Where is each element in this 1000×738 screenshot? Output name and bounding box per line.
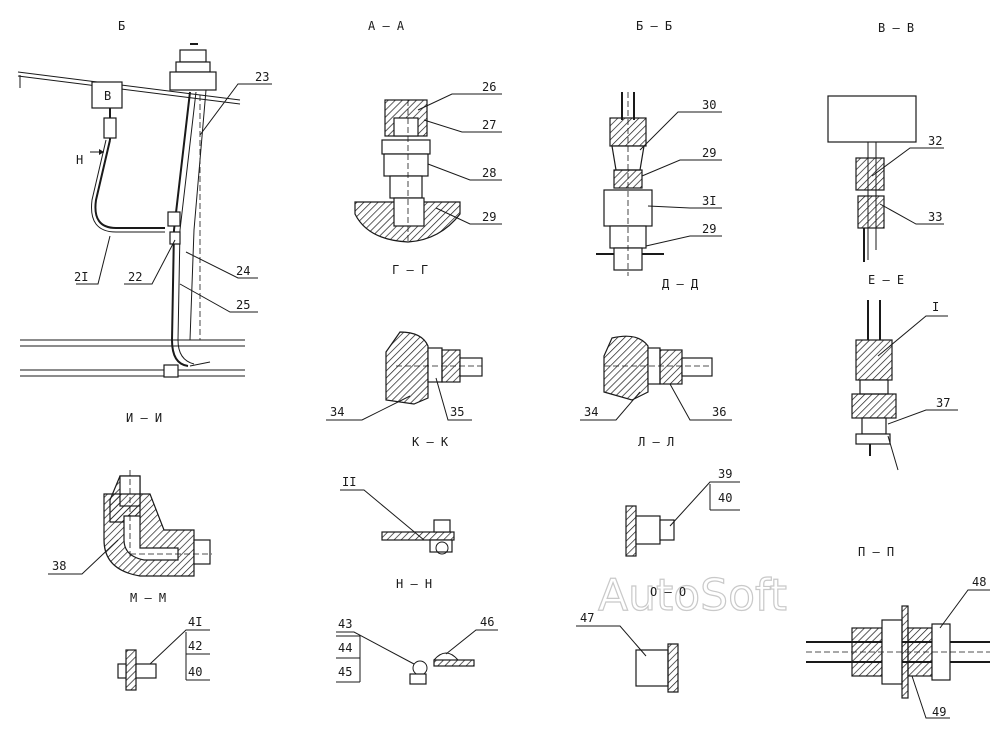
callout-29-a: 29: [482, 210, 496, 224]
section-label-g-g: Г – Г: [392, 263, 428, 277]
section-label-n-n: Н – Н: [396, 577, 432, 591]
section-label-i-i: И – И: [126, 411, 162, 425]
section-l-l: 34 36 Л – Л: [580, 335, 732, 449]
callout-44: 44: [338, 641, 352, 655]
callout-1: I: [932, 300, 939, 314]
callout-49: 49: [932, 705, 946, 719]
callout-43: 43: [338, 617, 352, 631]
section-k-k: 34 35 К – К: [326, 331, 483, 449]
callout-22: 22: [128, 270, 142, 284]
callout-36: 36: [712, 405, 726, 419]
callout-37: 37: [936, 396, 950, 410]
section-b-b: Б – Б 30 29 3I 29 Д – Д: [596, 19, 722, 291]
section-n-n: II Н – Н: [340, 475, 455, 591]
view-marker-n: Н: [76, 153, 83, 167]
section-o-o: О – О 47: [576, 585, 686, 693]
callout-39: 39: [718, 467, 732, 481]
callout-42: 42: [188, 639, 202, 653]
callout-34-a: 34: [330, 405, 344, 419]
callout-41: 4I: [188, 615, 202, 629]
callout-38: 38: [52, 559, 66, 573]
callout-30: 30: [702, 98, 716, 112]
callout-40-a: 40: [718, 491, 732, 505]
view-b-general-layout: Б В Н 2I: [17, 19, 272, 378]
section-i-i: И – И 38 М – М: [48, 411, 212, 605]
callout-25: 25: [236, 298, 250, 312]
detail-39-40: 39 40: [625, 467, 740, 557]
callout-32: 32: [928, 134, 942, 148]
callout-2: II: [342, 475, 356, 489]
section-label-b-b: Б – Б: [636, 19, 672, 33]
section-e-e-detail: I 37: [851, 300, 958, 471]
callout-40-b: 40: [188, 665, 202, 679]
callout-47: 47: [580, 611, 594, 625]
callout-46: 46: [480, 615, 494, 629]
detail-41-42-40: 4I 42 40: [117, 615, 210, 691]
section-label-o-o: О – О: [650, 585, 686, 599]
section-a-a: А – А 26 27 28 29 Г – Г: [354, 19, 502, 277]
callout-28: 28: [482, 166, 496, 180]
callout-48: 48: [972, 575, 986, 589]
callout-24: 24: [236, 264, 250, 278]
view-marker-v: В: [104, 89, 111, 103]
section-label-a-a: А – А: [368, 19, 405, 33]
section-p-p: П – П 48 49: [806, 545, 990, 719]
section-label-k-k: К – К: [412, 435, 449, 449]
callout-35: 35: [450, 405, 464, 419]
section-label-m-m: М – М: [130, 591, 166, 605]
callout-26: 26: [482, 80, 496, 94]
callout-34-b: 34: [584, 405, 598, 419]
callout-29-c: 29: [702, 222, 716, 236]
callout-21: 2I: [74, 270, 88, 284]
callout-31: 3I: [702, 194, 716, 208]
detail-43-46: 43 44 45 46: [336, 615, 498, 685]
section-label-b: Б: [118, 19, 125, 33]
section-label-e-e: Е – Е: [868, 273, 904, 287]
section-label-p-p: П – П: [858, 545, 894, 559]
callout-27: 27: [482, 118, 496, 132]
section-label-d-d: Д – Д: [662, 277, 699, 291]
callout-23: 23: [255, 70, 269, 84]
watermark-text: AutoSoft: [598, 570, 787, 621]
section-label-v-v: В – В: [878, 21, 914, 35]
section-v-v: В – В 32 33 Е – Е: [827, 21, 944, 287]
callout-29-b: 29: [702, 146, 716, 160]
section-label-l-l: Л – Л: [638, 435, 674, 449]
callout-33: 33: [928, 210, 942, 224]
callout-45: 45: [338, 665, 352, 679]
